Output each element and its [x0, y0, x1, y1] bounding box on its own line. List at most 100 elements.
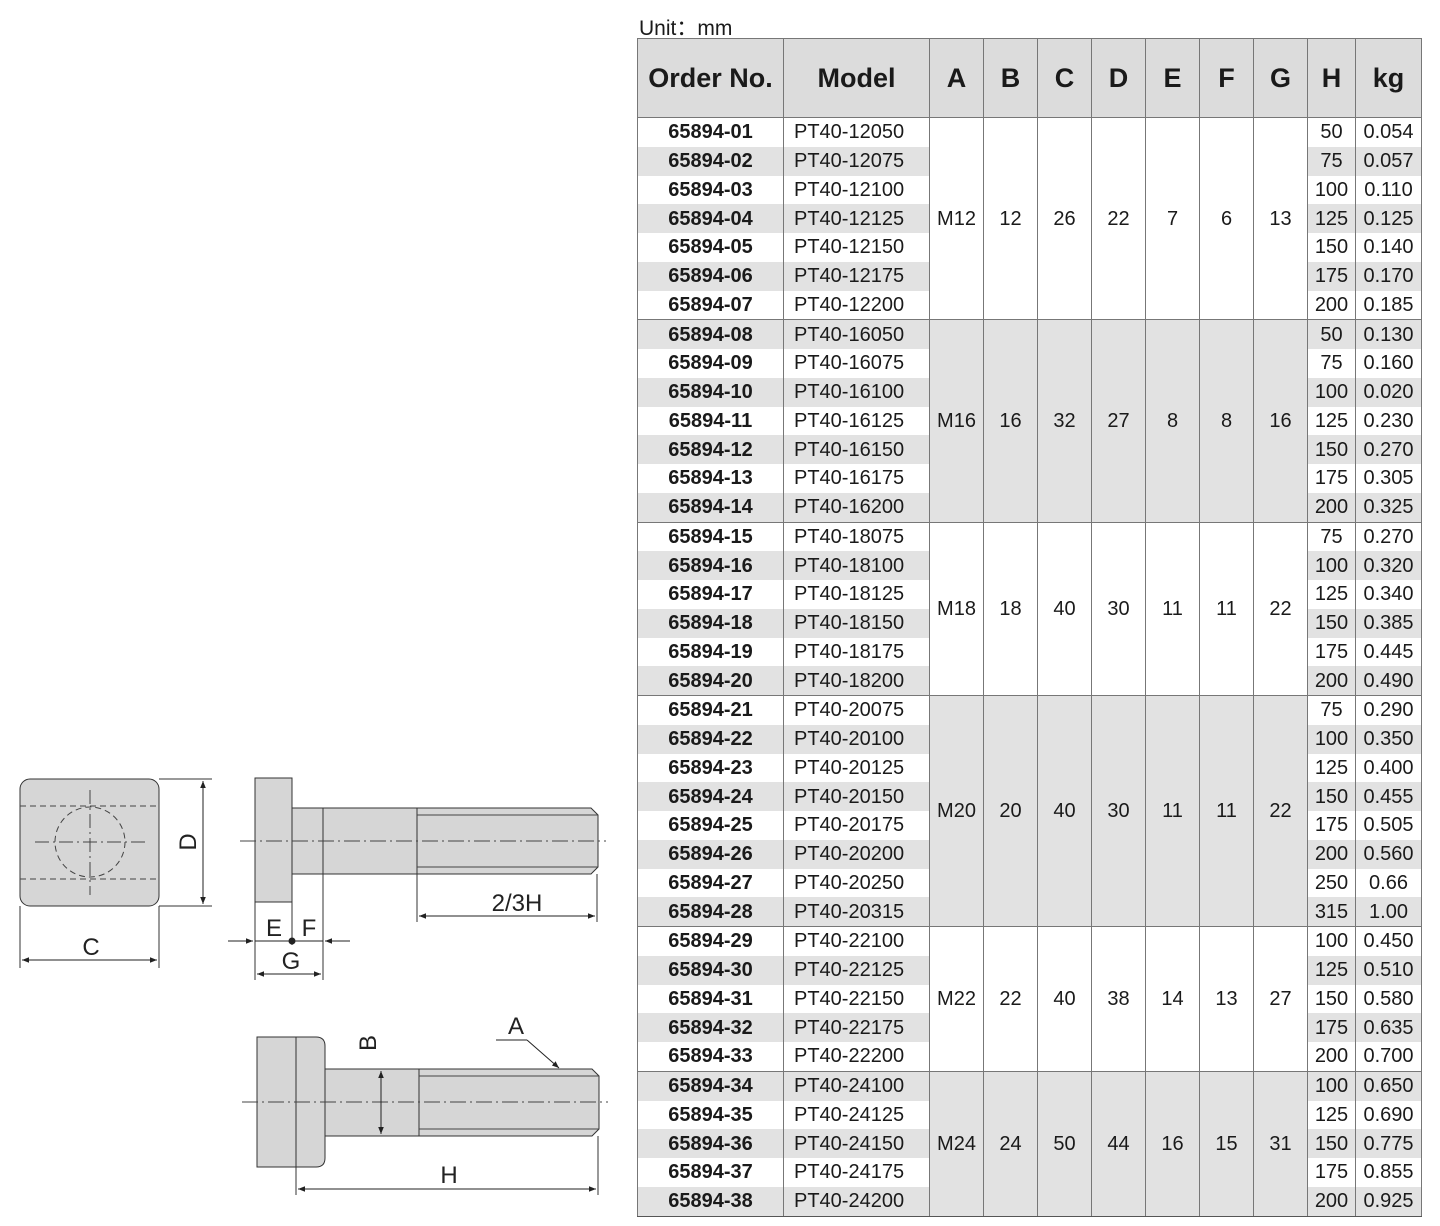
kg-value-cell: 0.270: [1355, 521, 1422, 552]
model-cell: PT40-18175: [783, 637, 930, 667]
dimension-f-cell: 15: [1199, 1070, 1254, 1217]
h-value-cell: 315: [1307, 897, 1356, 927]
kg-value-cell: 0.635: [1355, 1013, 1422, 1042]
order-no-cell: 65894-18: [637, 608, 784, 638]
order-no-cell: 65894-22: [637, 724, 784, 754]
kg-value-cell: 0.650: [1355, 1070, 1422, 1101]
h-value-cell: 125: [1307, 406, 1356, 436]
header-model: Model: [783, 38, 930, 118]
model-cell: PT40-18150: [783, 608, 930, 638]
kg-value-cell: 0.775: [1355, 1129, 1422, 1158]
order-no-cell: 65894-38: [637, 1186, 784, 1217]
dimension-b-cell: 18: [983, 521, 1038, 696]
order-no-cell: 65894-36: [637, 1129, 784, 1158]
order-no-cell: 65894-26: [637, 839, 784, 869]
order-no-cell: 65894-16: [637, 551, 784, 580]
dimension-d-cell: 22: [1091, 116, 1146, 320]
kg-value-cell: 0.057: [1355, 146, 1422, 176]
h-value-cell: 200: [1307, 1042, 1356, 1072]
order-no-cell: 65894-17: [637, 580, 784, 609]
dimension-d-cell: 30: [1091, 521, 1146, 696]
kg-value-cell: 0.054: [1355, 116, 1422, 147]
header-a: A: [929, 38, 984, 118]
kg-value-cell: 0.270: [1355, 435, 1422, 464]
h-value-cell: 100: [1307, 551, 1356, 580]
kg-value-cell: 0.290: [1355, 694, 1422, 725]
model-cell: PT40-20200: [783, 839, 930, 869]
dimension-c-cell: 40: [1037, 695, 1092, 927]
dimension-f-cell: 11: [1199, 521, 1254, 696]
h-value-cell: 75: [1307, 694, 1356, 725]
kg-value-cell: 1.00: [1355, 897, 1422, 927]
kg-value-cell: 0.490: [1355, 666, 1422, 696]
kg-value-cell: 0.505: [1355, 811, 1422, 840]
dimension-g-cell: 22: [1253, 695, 1308, 927]
kg-value-cell: 0.450: [1355, 925, 1422, 956]
dimension-e-cell: 11: [1145, 521, 1200, 696]
model-cell: PT40-22175: [783, 1013, 930, 1042]
order-no-cell: 65894-06: [637, 261, 784, 291]
model-cell: PT40-20315: [783, 897, 930, 927]
h-value-cell: 50: [1307, 116, 1356, 147]
h-value-cell: 100: [1307, 925, 1356, 956]
order-no-cell: 65894-28: [637, 897, 784, 927]
h-value-cell: 75: [1307, 349, 1356, 378]
order-no-cell: 65894-34: [637, 1070, 784, 1101]
order-no-cell: 65894-25: [637, 811, 784, 840]
model-cell: PT40-24175: [783, 1158, 930, 1187]
dimension-b-cell: 16: [983, 319, 1038, 522]
dimension-c-cell: 40: [1037, 926, 1092, 1072]
h-value-cell: 175: [1307, 637, 1356, 667]
dim-label-e: E: [266, 915, 282, 942]
dimension-a-cell: M20: [929, 695, 984, 927]
kg-value-cell: 0.170: [1355, 261, 1422, 291]
h-value-cell: 175: [1307, 811, 1356, 840]
header-d: D: [1091, 38, 1146, 118]
model-cell: PT40-16050: [783, 319, 930, 349]
kg-value-cell: 0.325: [1355, 492, 1422, 522]
dim-label-h: H: [440, 1162, 457, 1189]
kg-value-cell: 0.66: [1355, 868, 1422, 898]
h-value-cell: 150: [1307, 1129, 1356, 1158]
model-cell: PT40-16200: [783, 492, 930, 522]
model-cell: PT40-16175: [783, 464, 930, 493]
order-no-cell: 65894-09: [637, 349, 784, 378]
bolt-side-view: 2/3H E F G: [228, 777, 606, 980]
dimension-d-cell: 30: [1091, 695, 1146, 927]
h-value-cell: 175: [1307, 1013, 1356, 1042]
h-value-cell: 100: [1307, 377, 1356, 407]
h-value-cell: 150: [1307, 608, 1356, 638]
h-value-cell: 125: [1307, 580, 1356, 609]
dimension-d-cell: 44: [1091, 1070, 1146, 1217]
model-cell: PT40-16125: [783, 406, 930, 436]
dimension-a-cell: M12: [929, 116, 984, 320]
dim-label-two-thirds-h: 2/3H: [492, 890, 543, 917]
model-cell: PT40-24200: [783, 1186, 930, 1217]
kg-value-cell: 0.510: [1355, 955, 1422, 985]
h-value-cell: 150: [1307, 435, 1356, 464]
dimension-a-cell: M18: [929, 521, 984, 696]
h-value-cell: 150: [1307, 233, 1356, 262]
bolt-top-view: D C: [19, 778, 212, 968]
order-no-cell: 65894-03: [637, 175, 784, 205]
model-cell: PT40-12150: [783, 233, 930, 262]
kg-value-cell: 0.690: [1355, 1100, 1422, 1130]
order-no-cell: 65894-35: [637, 1100, 784, 1130]
h-value-cell: 125: [1307, 204, 1356, 233]
kg-value-cell: 0.185: [1355, 290, 1422, 320]
order-no-cell: 65894-13: [637, 464, 784, 493]
dimension-e-cell: 16: [1145, 1070, 1200, 1217]
